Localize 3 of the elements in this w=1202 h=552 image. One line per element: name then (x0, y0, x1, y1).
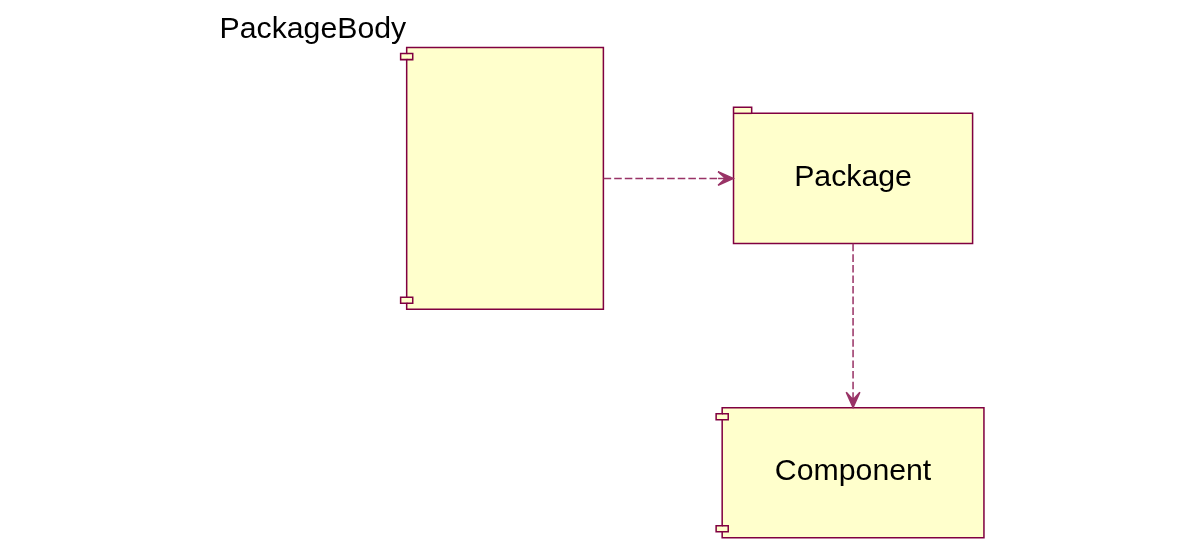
node-label: PackageBody (219, 11, 406, 45)
arrow (845, 243, 861, 409)
arrow (602, 170, 734, 186)
